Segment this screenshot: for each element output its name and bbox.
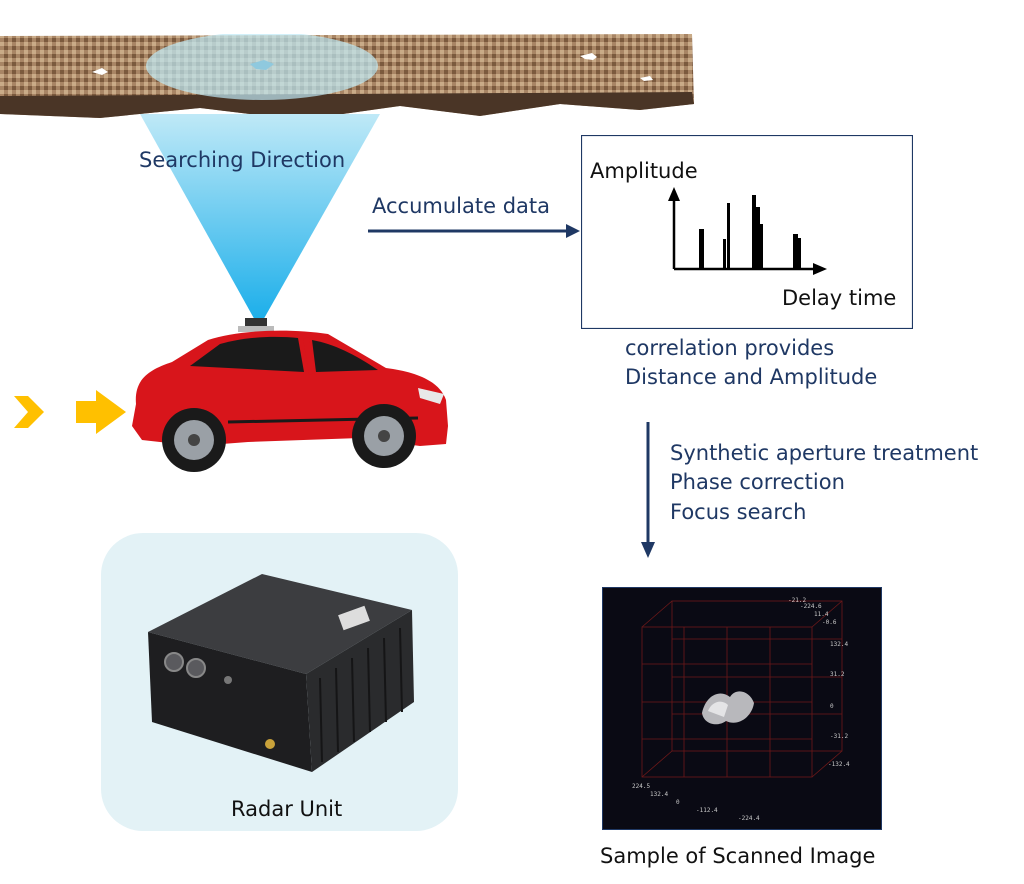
scan-tick-labels: -21.2 -224.6 11.4 -0.6 132.4 31.2 0 -31.… (602, 587, 882, 830)
accumulate-data-label: Accumulate data (372, 194, 550, 218)
motion-arrow-icon (14, 396, 44, 428)
scan-tick: -0.6 (822, 619, 837, 626)
treatment-label-line3: Focus search (670, 500, 807, 524)
peak-bars (699, 195, 801, 269)
scan-tick: -112.4 (696, 807, 718, 814)
radar-unit-label: Radar Unit (231, 797, 343, 821)
car-icon (132, 318, 448, 472)
scan-tick: 132.4 (830, 641, 849, 648)
radar-beam (140, 114, 380, 322)
radar-device-icon (148, 574, 414, 772)
treatment-label-line1: Synthetic aperture treatment (670, 441, 979, 465)
ground-strip (0, 34, 694, 120)
scan-tick: -132.4 (828, 761, 850, 768)
scan-tick: 31.2 (830, 671, 845, 678)
correlation-label-line2: Distance and Amplitude (625, 365, 878, 389)
scan-tick: -224.6 (800, 603, 822, 610)
processing-arrow (641, 422, 655, 558)
scan-tick: 11.4 (814, 611, 829, 618)
treatment-label-line2: Phase correction (670, 470, 845, 494)
motion-arrow-icon (76, 390, 126, 434)
scanned-image (602, 587, 882, 830)
scan-tick: -21.2 (788, 597, 807, 604)
scan-tick: -31.2 (830, 733, 849, 740)
accumulate-arrow (368, 224, 580, 238)
scanned-image-label: Sample of Scanned Image (600, 844, 876, 868)
correlation-label-line1: correlation provides (625, 336, 835, 360)
scan-tick: -224.4 (738, 815, 760, 822)
x-axis-label: Delay time (782, 286, 897, 310)
scan-tick: 132.4 (650, 791, 669, 798)
amplitude-plot (581, 135, 913, 329)
scan-tick: 0 (830, 703, 834, 710)
scan-tick: 0 (676, 799, 680, 806)
searching-direction-label: Searching Direction (139, 148, 346, 172)
y-axis-label: Amplitude (590, 159, 698, 183)
motion-arrows (14, 390, 126, 434)
scan-tick: 224.5 (632, 783, 651, 790)
